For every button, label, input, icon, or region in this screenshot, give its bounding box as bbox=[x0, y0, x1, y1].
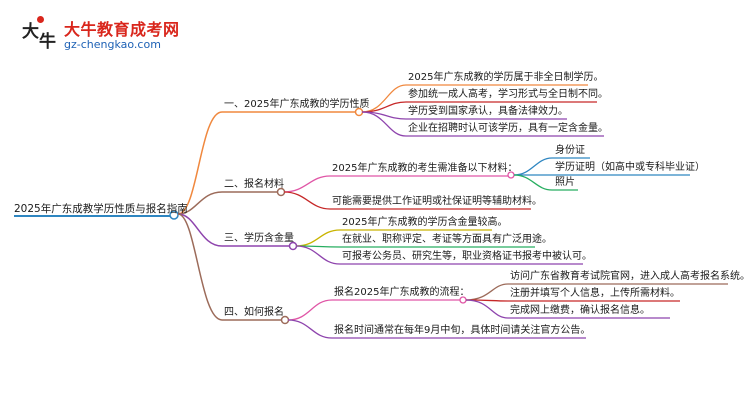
branch-4-label: 四、如何报名 bbox=[224, 307, 284, 318]
ox-logo-icon: 大 牛 bbox=[20, 16, 60, 56]
sub-2-1-connector bbox=[283, 175, 331, 193]
branch-4-connector bbox=[177, 213, 223, 321]
sub-2-2-label: 可能需要提供工作证明或社保证明等辅助材料。 bbox=[332, 196, 542, 207]
sub-4-1-connector bbox=[287, 299, 333, 321]
sub-2-1-label: 2025年广东成教的考生需准备以下材料： bbox=[332, 163, 518, 174]
leaf-2-1-1-label: 身份证 bbox=[555, 145, 585, 156]
leaf-4-1-2-label: 注册并填写个人信息，上传所需材料。 bbox=[510, 288, 680, 299]
logo-red-dot bbox=[37, 16, 44, 23]
leaf-4-1-3-connector bbox=[465, 299, 509, 319]
leaf-2-1-1-connector bbox=[513, 157, 553, 176]
leaf-4-1-3-label: 完成网上缴费，确认报名信息。 bbox=[510, 305, 650, 316]
logo-mark-char-2: 牛 bbox=[39, 32, 56, 52]
branch-1-label: 一、2025年广东成教的学历性质 bbox=[224, 99, 370, 110]
branch-3-connector bbox=[177, 213, 223, 247]
branch-2-label: 二、报名材料 bbox=[224, 179, 284, 190]
sub-2-2-connector bbox=[283, 191, 331, 210]
leaf-2-1-3-label: 照片 bbox=[555, 177, 575, 188]
leaf-3-2-label: 在就业、职称评定、考证等方面具有广泛用途。 bbox=[342, 234, 552, 245]
branch-1-connector bbox=[177, 111, 223, 215]
logo-title: 大牛教育成考网 bbox=[64, 20, 180, 39]
leaf-3-3-connector bbox=[295, 245, 341, 265]
leaf-3-1-connector bbox=[295, 229, 341, 247]
branch-3-label: 三、学历含金量 bbox=[224, 233, 294, 244]
leaf-3-3-label: 可报考公务员、研究生等，职业资格证书报考中被认可。 bbox=[342, 251, 592, 262]
logo-url[interactable]: gz-chengkao.com bbox=[64, 38, 161, 51]
root-node-label: 2025年广东成教学历性质与报名指南 bbox=[14, 203, 188, 215]
sub-4-2-label: 报名时间通常在每年9月中旬，具体时间请关注官方公告。 bbox=[334, 325, 591, 336]
leaf-3-1-label: 2025年广东成教的学历含金量较高。 bbox=[342, 217, 508, 228]
leaf-4-1-1-connector bbox=[465, 283, 509, 301]
logo-mark-char-1: 大 bbox=[22, 22, 39, 42]
leaf-2-1-2-label: 学历证明（如高中或专科毕业证） bbox=[555, 162, 705, 173]
leaf-1-2-label: 参加统一成人高考，学习形式与全日制不同。 bbox=[408, 89, 608, 100]
leaf-2-1-3-connector bbox=[513, 174, 553, 191]
site-logo[interactable]: 大 牛 大牛教育成考网 gz-chengkao.com bbox=[20, 14, 179, 58]
sub-4-2-connector bbox=[287, 319, 333, 339]
branch-2-connector bbox=[177, 191, 223, 215]
leaf-4-1-1-label: 访问广东省教育考试院官网，进入成人高考报名系统。 bbox=[510, 271, 750, 282]
leaf-1-4-label: 企业在招聘时认可该学历，具有一定含金量。 bbox=[408, 123, 608, 134]
sub-4-1-label: 报名2025年广东成教的流程： bbox=[334, 287, 470, 298]
leaf-1-1-label: 2025年广东成教的学历属于非全日制学历。 bbox=[408, 72, 604, 83]
leaf-1-3-label: 学历受到国家承认，具备法律效力。 bbox=[408, 106, 568, 117]
leaf-1-4-connector bbox=[361, 111, 407, 137]
root-node-dot bbox=[169, 210, 179, 220]
